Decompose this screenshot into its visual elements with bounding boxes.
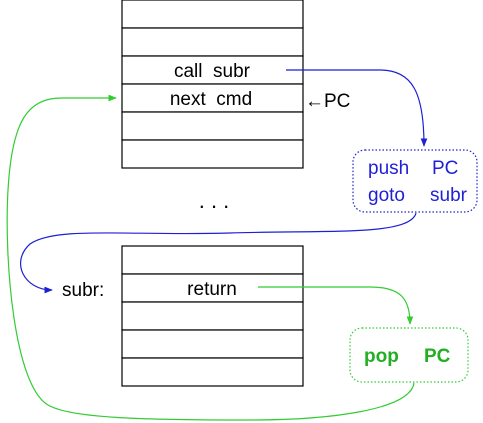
main-memory-block: call subr next cmd xyxy=(121,0,304,169)
ellipsis: . . . xyxy=(199,188,230,213)
subr-entry-label: subr: xyxy=(62,280,104,301)
subr-cell-3 xyxy=(121,301,304,331)
call-arrow xyxy=(286,69,428,147)
subr-cell-5 xyxy=(121,357,304,387)
resume-arrow xyxy=(6,94,415,421)
main-cell-2 xyxy=(121,27,304,57)
pop-op-text: pop xyxy=(364,346,399,367)
return-arrow xyxy=(258,286,414,325)
goto-op-text: goto xyxy=(368,185,405,206)
call-action-box: push PC goto subr xyxy=(352,149,478,213)
return-instruction-text: return xyxy=(187,279,237,300)
subr-cell-1 xyxy=(121,245,304,275)
main-cell-next xyxy=(121,83,304,113)
goto-arrow xyxy=(20,212,417,294)
next-instruction-text: next cmd xyxy=(170,89,252,110)
main-cell-5 xyxy=(121,111,304,141)
push-op-text: push xyxy=(368,158,409,179)
main-cell-6 xyxy=(121,139,304,169)
return-action-box: pop PC xyxy=(349,327,469,383)
call-instruction-text: call subr xyxy=(174,61,251,82)
subroutine-memory-block: return xyxy=(121,245,304,387)
push-arg-text: PC xyxy=(432,158,458,179)
pop-arg-text: PC xyxy=(424,346,451,367)
pc-pointer-label: ←PC xyxy=(305,91,350,112)
main-cell-1 xyxy=(121,0,304,29)
main-cell-call xyxy=(121,55,304,85)
goto-arg-text: subr xyxy=(430,185,468,206)
subr-cell-4 xyxy=(121,329,304,359)
